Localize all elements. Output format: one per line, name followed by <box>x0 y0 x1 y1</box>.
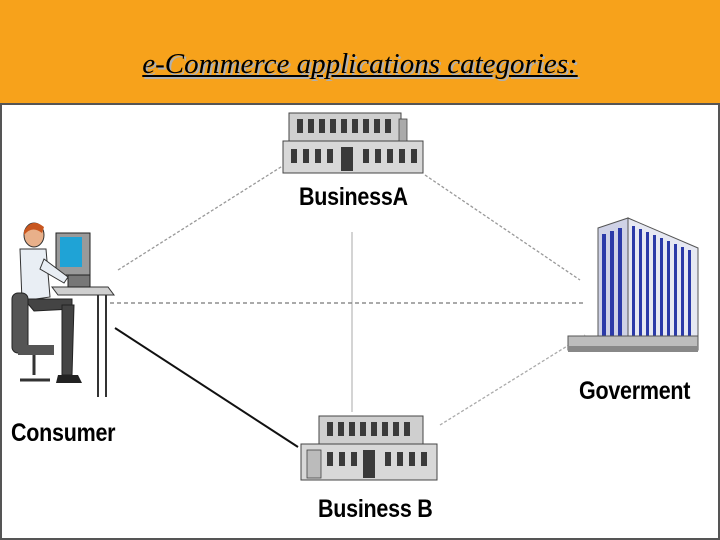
business-a-building-icon <box>282 112 424 174</box>
diagram-canvas <box>11 112 699 481</box>
government-label: Goverment <box>579 377 691 405</box>
slide-title: e-Commerce applications categories: <box>142 48 578 80</box>
line-business-b-government <box>439 334 586 426</box>
business-a-label: BusinessA <box>299 183 408 211</box>
line-consumer-business-b <box>114 327 299 448</box>
government-tower-icon <box>567 217 699 352</box>
consumer-label: Consumer <box>11 419 116 447</box>
line-business-a-government <box>424 174 581 281</box>
business-b-building-icon <box>300 415 438 481</box>
business-b-label: Business B <box>318 495 433 523</box>
line-consumer-business-a <box>117 159 293 271</box>
consumer-person-at-computer-icon <box>11 222 115 397</box>
connections <box>110 159 586 448</box>
content-frame <box>0 103 720 540</box>
title-bar <box>0 0 720 103</box>
